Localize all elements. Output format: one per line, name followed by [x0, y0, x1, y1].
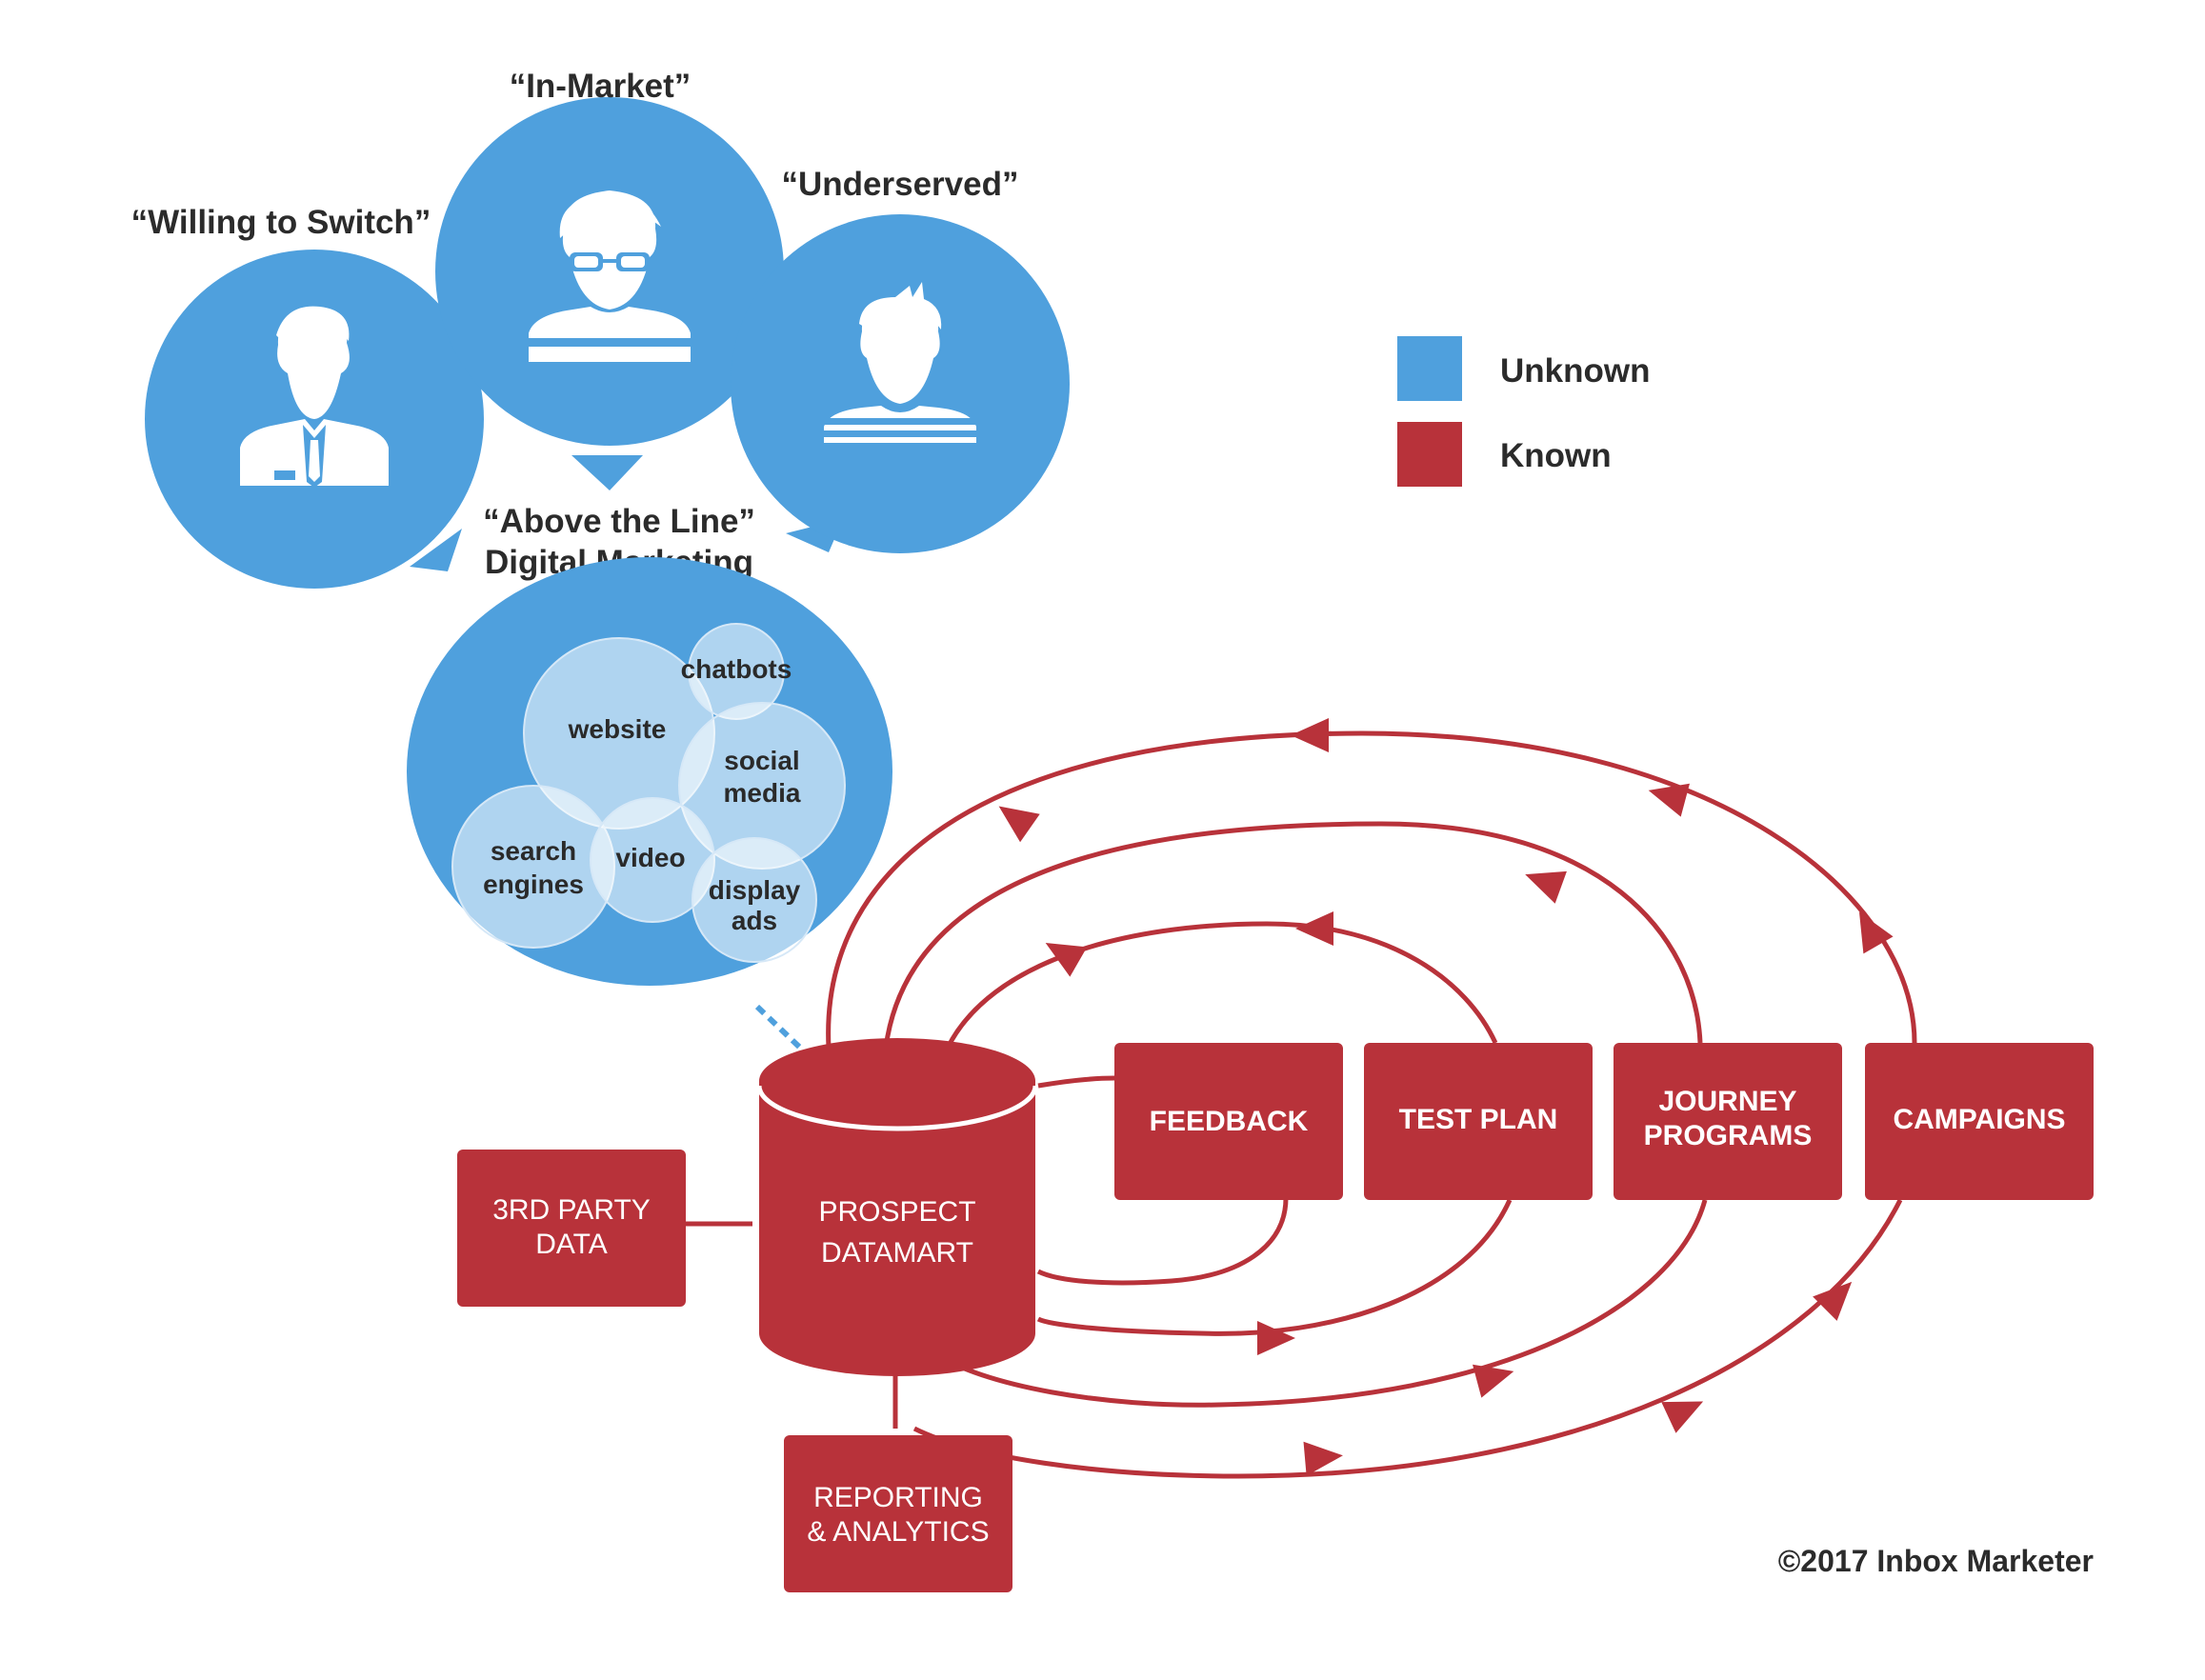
- box-feedback: FEEDBACK: [1114, 1043, 1343, 1200]
- segment-label-in-market: “In-Market”: [510, 68, 692, 105]
- arrow-testplan-top: [1295, 911, 1333, 946]
- bubble-label-search-1: search: [491, 836, 576, 866]
- arrow-testplan-left: [1036, 928, 1088, 977]
- striped-shirt-man-icon: [824, 282, 976, 450]
- box-reporting-analytics: REPORTING & ANALYTICS: [784, 1435, 1012, 1592]
- bubble-label-social-1: social: [724, 746, 799, 775]
- speech-pointer: [410, 529, 462, 571]
- datamart-rim: [756, 1085, 1038, 1131]
- loop-testplan-top: [945, 921, 1498, 1050]
- bubble-label-chatbots: chatbots: [681, 654, 792, 684]
- segment-label-willing: “Willing to Switch”: [131, 204, 431, 241]
- persona-in-market: [435, 97, 784, 490]
- bubble-label-website: website: [568, 714, 667, 744]
- datamart-label-2: DATAMART: [821, 1237, 973, 1269]
- legend-swatch-unknown: [1397, 336, 1462, 401]
- segment-label-underserved: “Underserved”: [782, 166, 1019, 203]
- businessman-icon: [240, 306, 389, 488]
- loop-feedback-top: [1037, 1075, 1115, 1089]
- box-journey-programs: JOURNEY PROGRAMS: [1614, 1043, 1842, 1200]
- copyright-text: ©2017 Inbox Marketer: [1778, 1544, 2094, 1578]
- bubble-label-display-2: ads: [732, 906, 777, 935]
- legend-label-known: Known: [1500, 437, 1612, 474]
- digital-marketing-bubble: website chatbots social media search eng…: [407, 557, 892, 986]
- loop-feedback-bottom: [1036, 1197, 1289, 1286]
- datamart-top: [759, 1038, 1035, 1124]
- box-journey-line2: PROGRAMS: [1644, 1120, 1813, 1151]
- box-campaigns-label: CAMPAIGNS: [1893, 1104, 2065, 1135]
- digital-title-line1: “Above the Line”: [483, 503, 755, 540]
- arrow-campaigns-bottom: [1813, 1270, 1864, 1321]
- datamart-body: [759, 1081, 1035, 1376]
- speech-pointer: [571, 455, 643, 490]
- box-feedback-label: FEEDBACK: [1150, 1106, 1309, 1137]
- box-third-party-data: 3RD PARTY DATA: [457, 1150, 686, 1307]
- legend: Unknown Known: [1397, 336, 1650, 487]
- bubble-label-video: video: [615, 843, 685, 872]
- persona-underserved: [731, 214, 1070, 553]
- loop-journey-bottom: [932, 1199, 1708, 1408]
- box-reporting-line1: REPORTING: [813, 1482, 983, 1513]
- box-reporting-line2: & ANALYTICS: [807, 1516, 989, 1548]
- loop-arcs: [686, 730, 1917, 1479]
- loop-testplan-bottom: [1036, 1198, 1513, 1336]
- glasses-man-icon: [529, 190, 691, 362]
- box-test-plan-label: TEST PLAN: [1399, 1104, 1558, 1135]
- loop-campaigns-top: [826, 730, 1917, 1049]
- arrow-outer-bottom: [1303, 1438, 1345, 1476]
- arrow-journey-top: [1519, 858, 1567, 904]
- box-third-party-line1: 3RD PARTY: [492, 1194, 651, 1226]
- persona-willing-to-switch: [145, 250, 484, 589]
- box-campaigns: CAMPAIGNS: [1865, 1043, 2094, 1200]
- prospect-datamart: PROSPECT DATAMART: [756, 1038, 1038, 1376]
- box-journey-line1: JOURNEY: [1658, 1086, 1796, 1117]
- arrow-feedback-bottom: [1257, 1321, 1295, 1355]
- bubble-display-ads: [692, 837, 817, 963]
- bubble-label-display-1: display: [709, 875, 801, 905]
- arrow-outer-top-left: [1291, 718, 1329, 752]
- box-third-party-line2: DATA: [535, 1229, 608, 1260]
- loop-campaigns-bottom: [912, 1198, 1903, 1479]
- datamart-label-1: PROSPECT: [818, 1196, 975, 1228]
- loop-journey-top: [883, 821, 1703, 1049]
- dashed-connector: [754, 1004, 803, 1050]
- legend-swatch-known: [1397, 422, 1462, 487]
- legend-label-unknown: Unknown: [1500, 352, 1650, 390]
- bubble-label-search-2: engines: [483, 870, 584, 899]
- arrow-journey-bottom: [1661, 1386, 1711, 1433]
- box-test-plan: TEST PLAN: [1364, 1043, 1593, 1200]
- bubble-label-social-2: media: [724, 778, 801, 808]
